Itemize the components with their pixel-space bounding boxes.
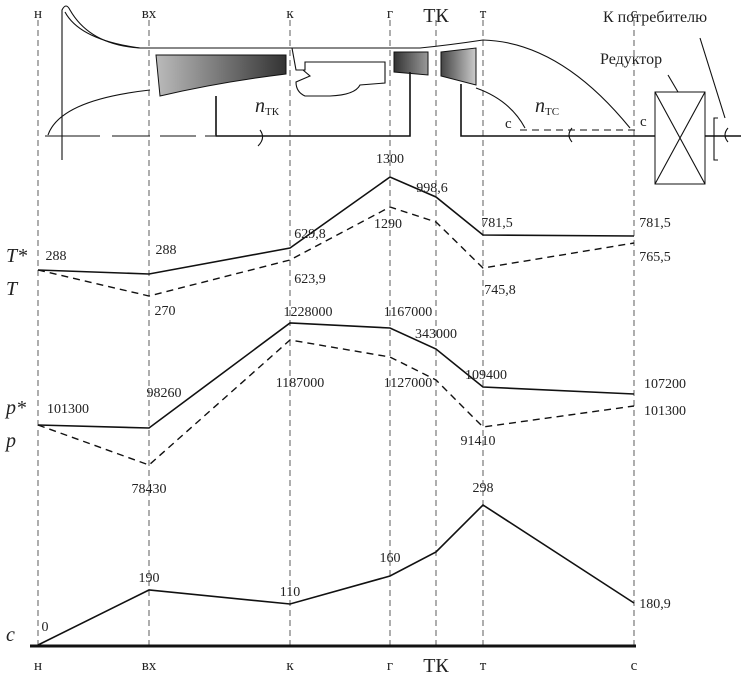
- value-labels: 288 288 629,8 1300 998,6 781,5 781,5 270 623,9 12…: [42, 152, 687, 635]
- curve-T-star: [37, 176, 635, 275]
- value-p: 91410: [461, 434, 496, 449]
- n-tk-label: nТК: [255, 95, 280, 118]
- value-p: 101300: [644, 404, 686, 419]
- station-label-top: с: [631, 6, 638, 22]
- axis-label-c: c: [6, 624, 15, 646]
- station-label-bottom: к: [286, 658, 294, 674]
- axis-label-p-star: p*: [4, 397, 26, 419]
- station-label-bottom: с: [631, 658, 638, 674]
- station-label-top: г: [387, 6, 393, 22]
- value-p: 1187000: [276, 376, 324, 391]
- c-label-1: с: [505, 116, 512, 132]
- curve-T: [37, 206, 635, 297]
- station-label-top: вх: [142, 6, 157, 22]
- value-T-star: 1300: [376, 152, 404, 167]
- value-p-star: 98260: [147, 386, 182, 401]
- station-label-top: н: [34, 6, 42, 22]
- value-T: 765,5: [639, 250, 671, 265]
- axis-label-T-star: T*: [6, 245, 27, 267]
- value-p-star: 101300: [47, 402, 89, 417]
- value-T-star: 781,5: [481, 216, 513, 231]
- axis-label-p: p: [4, 430, 16, 452]
- value-T: 745,8: [484, 283, 516, 298]
- value-p-star: 343000: [415, 327, 457, 342]
- station-label-top: ТК: [423, 5, 449, 27]
- station-lines: [37, 20, 635, 646]
- value-c: 160: [380, 551, 401, 566]
- station-label-bottom: вх: [142, 658, 157, 674]
- value-p: 78430: [132, 482, 167, 497]
- value-p-star: 109400: [465, 368, 507, 383]
- value-c: 298: [473, 481, 494, 496]
- curve-p-star: [37, 322, 635, 429]
- station-label-bottom: ТК: [423, 655, 449, 675]
- n-ts-label: nТС: [535, 95, 559, 118]
- consumer-label: К потребителю: [603, 9, 707, 26]
- value-c: 190: [139, 571, 160, 586]
- value-p-star: 1228000: [284, 305, 333, 320]
- station-labels-bottom: н вх к г ТК т с: [34, 655, 638, 675]
- value-T-star: 781,5: [639, 216, 671, 231]
- station-labels-top: н вх к г ТК т с: [34, 5, 638, 27]
- curve-c: [37, 503, 635, 646]
- axis-label-T: T: [6, 278, 19, 300]
- value-p-star: 107200: [644, 377, 686, 392]
- station-label-bottom: т: [480, 658, 487, 674]
- value-c: 110: [280, 585, 300, 600]
- value-T: 270: [155, 304, 176, 319]
- station-label-top: т: [480, 6, 487, 22]
- value-p: 1127000: [384, 376, 432, 391]
- value-c: 0: [42, 620, 49, 635]
- station-label-bottom: н: [34, 658, 42, 674]
- curve-p: [37, 339, 635, 466]
- value-p-star: 1167000: [384, 305, 432, 320]
- value-c: 180,9: [639, 597, 671, 612]
- value-T: 1290: [374, 217, 402, 232]
- curves: [37, 176, 635, 646]
- value-T-star: 288: [156, 243, 177, 258]
- c-label-2: с: [640, 114, 647, 130]
- value-T-star: 998,6: [416, 181, 448, 196]
- value-T: 623,9: [294, 272, 326, 287]
- value-T-star: 629,8: [294, 227, 326, 242]
- reducer-label: Редуктор: [600, 51, 662, 68]
- value-T-star: 288: [46, 249, 67, 264]
- engine-schematic: nТК nТС с с Редуктор К потребителю: [45, 5, 741, 185]
- station-label-bottom: г: [387, 658, 393, 674]
- station-label-top: к: [286, 6, 294, 22]
